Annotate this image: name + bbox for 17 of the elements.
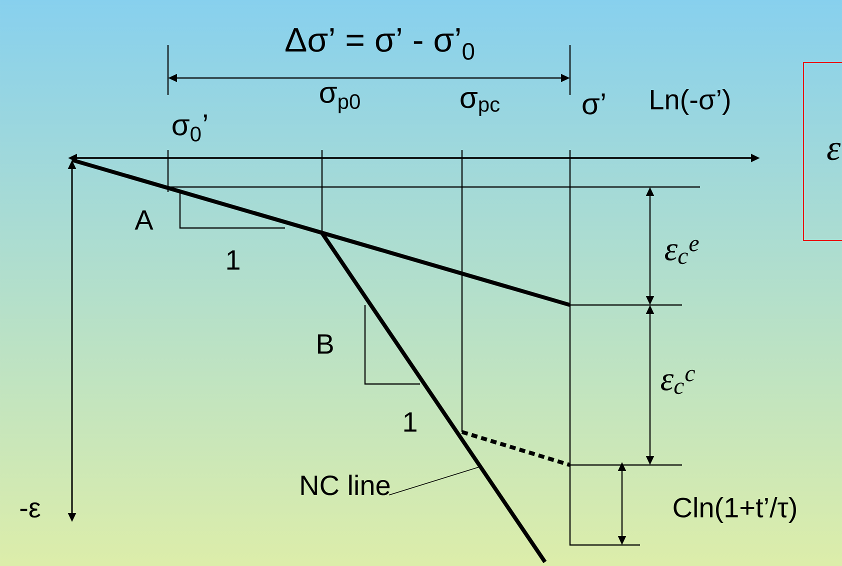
slope-label: A	[134, 210, 154, 230]
line-label: NC line	[301, 474, 390, 496]
axis-label: σ$_{p0}$	[320, 86, 360, 114]
strain-label: ε$_{c}$$^{c}$	[660, 370, 695, 394]
formula-box: ε	[803, 62, 842, 241]
axis-title: -ε	[20, 502, 40, 518]
axis-title: Ln(-σ’)	[651, 88, 730, 116]
formula: Δσ’ = σ’ - σ’$_{0}$	[286, 28, 474, 60]
axis-label: σ$_{pc}$	[460, 92, 500, 116]
slope-label: 1	[227, 250, 240, 270]
axis-label: σ$_{0}$’	[172, 114, 207, 142]
strain-label: ε$_{c}$$^{e}$	[664, 240, 699, 264]
slope-label: B	[318, 334, 333, 354]
leader-line	[388, 466, 481, 496]
dimension-label: Cln(1+t’/τ)	[674, 496, 796, 524]
slope-label: 1	[404, 412, 416, 432]
axis-label: σ’	[582, 94, 605, 114]
